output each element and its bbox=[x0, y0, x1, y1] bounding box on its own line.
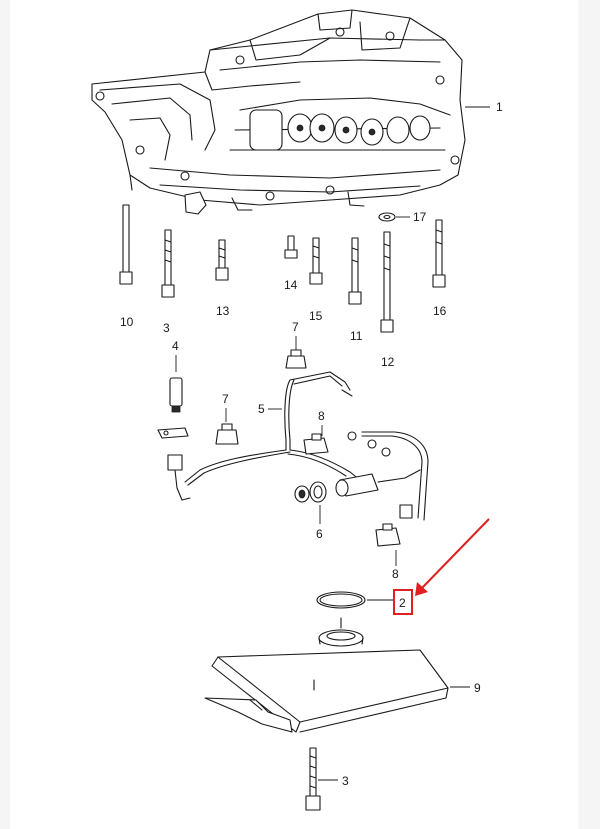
callout-16: 16 bbox=[433, 304, 447, 318]
highlight-arrow bbox=[415, 518, 490, 596]
callout-7-lower: 7 bbox=[222, 392, 229, 406]
callout-13: 13 bbox=[216, 304, 230, 318]
spool-valves bbox=[249, 109, 431, 151]
bolt-11 bbox=[348, 237, 362, 305]
bolt-12 bbox=[380, 231, 394, 333]
callout-4: 4 bbox=[172, 339, 179, 353]
callout-3-upper: 3 bbox=[163, 321, 170, 335]
bolt-3-lower bbox=[305, 747, 321, 811]
callout-10: 10 bbox=[120, 315, 134, 329]
sensor-4 bbox=[169, 377, 183, 413]
bolt-13 bbox=[215, 239, 229, 281]
callout-6: 6 bbox=[316, 527, 323, 541]
callout-8-upper: 8 bbox=[318, 409, 325, 423]
bolt-16 bbox=[432, 219, 446, 288]
washer-17 bbox=[378, 212, 396, 222]
diagram-page: 1 10 3 13 14 15 11 bbox=[10, 0, 578, 829]
callout-1: 1 bbox=[496, 100, 503, 114]
callout-7-upper: 7 bbox=[292, 320, 299, 334]
clip-8-lower bbox=[375, 523, 401, 547]
valve-body-assembly bbox=[91, 9, 466, 215]
callout-17: 17 bbox=[413, 210, 427, 224]
clip-7-lower bbox=[215, 423, 239, 445]
callout-15: 15 bbox=[309, 309, 323, 323]
callout-9: 9 bbox=[474, 681, 481, 695]
callout-14: 14 bbox=[284, 278, 298, 292]
bolt-3-upper bbox=[161, 229, 175, 298]
callout-5: 5 bbox=[258, 402, 265, 416]
bolt-10 bbox=[119, 204, 133, 285]
callout-11: 11 bbox=[350, 329, 363, 343]
callout-2: 2 bbox=[399, 596, 406, 610]
highlight-box bbox=[393, 589, 413, 615]
clip-7-upper bbox=[285, 349, 307, 369]
callout-3-lower: 3 bbox=[342, 774, 349, 788]
o-ring-2 bbox=[316, 591, 366, 609]
bolt-14 bbox=[284, 235, 298, 259]
wiring-harness-5 bbox=[157, 371, 429, 521]
seal-ring-6 bbox=[294, 481, 327, 503]
clip-8-upper bbox=[303, 433, 329, 455]
callout-12: 12 bbox=[381, 355, 395, 369]
bolt-15 bbox=[309, 237, 323, 285]
oil-filter-9 bbox=[204, 617, 449, 733]
callout-8-lower: 8 bbox=[392, 567, 399, 581]
